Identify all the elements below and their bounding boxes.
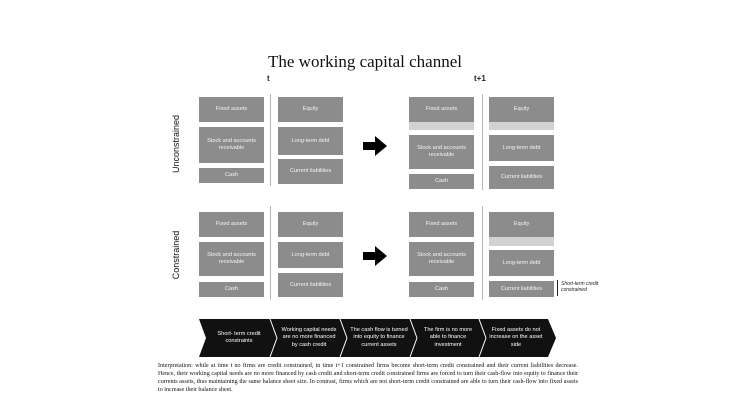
equity-increase bbox=[489, 237, 554, 246]
chevron-shape bbox=[199, 319, 277, 357]
balance-divider bbox=[482, 94, 483, 190]
row-label-unconstrained: Unconstrained bbox=[171, 114, 181, 174]
arrow-right-icon bbox=[363, 246, 387, 266]
long-term-debt-box: Long-term debt bbox=[278, 127, 343, 155]
current-liabilities-box: Current liabilities bbox=[278, 159, 343, 184]
fixed-assets-box: Fixed assets bbox=[409, 97, 474, 122]
chevron-step-1: Short- term credit constraints bbox=[217, 330, 261, 344]
fixed-assets-box: Fixed assets bbox=[409, 212, 474, 237]
chevron-step-2: Working capital needs are no more financ… bbox=[281, 327, 337, 348]
current-liabilities-box: Current liabilities bbox=[278, 273, 343, 297]
column-header-t: t bbox=[267, 74, 270, 83]
column-header-t1: t+1 bbox=[474, 74, 486, 83]
chevron-shape bbox=[408, 319, 486, 357]
chevron-step-4: The firm is no more able to finance inve… bbox=[423, 327, 473, 348]
stock-receivable-box: Stock and accounts receivable bbox=[199, 242, 264, 276]
chevron-shapes bbox=[199, 319, 556, 357]
balance-divider bbox=[270, 206, 271, 300]
chevron-step-3: The cash flow is turned into equity to f… bbox=[350, 327, 408, 348]
stock-receivable-box: Stock and accounts receivable bbox=[199, 127, 264, 163]
chevron-shape bbox=[268, 319, 347, 357]
stock-receivable-box: Stock and accounts receivable bbox=[409, 135, 474, 169]
cash-box: Cash bbox=[199, 282, 264, 297]
cash-box: Cash bbox=[199, 168, 264, 183]
interpretation-text: Interpretation: while at time t no firms… bbox=[158, 363, 578, 394]
chevron-shape bbox=[338, 319, 417, 357]
arrow-right-icon bbox=[363, 136, 387, 156]
cash-box: Cash bbox=[409, 282, 474, 297]
fixed-assets-box: Fixed assets bbox=[199, 212, 264, 237]
equity-box: Equity bbox=[278, 212, 343, 237]
chevron-shape bbox=[477, 319, 556, 357]
balance-divider bbox=[482, 206, 483, 300]
cash-box: Cash bbox=[409, 174, 474, 189]
current-liabilities-box: Current liabilities bbox=[489, 166, 554, 189]
fixed-assets-increase bbox=[409, 122, 474, 130]
stock-receivable-box: Stock and accounts receivable bbox=[409, 242, 474, 276]
long-term-debt-box: Long-term debt bbox=[489, 135, 554, 161]
equity-box: Equity bbox=[489, 97, 554, 122]
current-liabilities-box: Current liabilities bbox=[489, 281, 554, 297]
short-term-credit-annotation: Short-term credit constrained bbox=[561, 281, 599, 294]
fixed-assets-box: Fixed assets bbox=[199, 97, 264, 122]
chevron-step-5: Fixed assets do not increase on the asse… bbox=[489, 327, 543, 348]
balance-divider bbox=[270, 94, 271, 186]
process-chevrons: Short- term credit constraints Working c… bbox=[199, 319, 556, 357]
diagram-title: The working capital channel bbox=[267, 52, 462, 71]
long-term-debt-box: Long-term debt bbox=[489, 250, 554, 276]
equity-increase bbox=[489, 122, 554, 130]
annotation-bracket bbox=[557, 280, 558, 296]
equity-box: Equity bbox=[489, 212, 554, 237]
equity-box: Equity bbox=[278, 97, 343, 122]
row-label-constrained: Constrained bbox=[171, 230, 181, 280]
long-term-debt-box: Long-term debt bbox=[278, 242, 343, 268]
